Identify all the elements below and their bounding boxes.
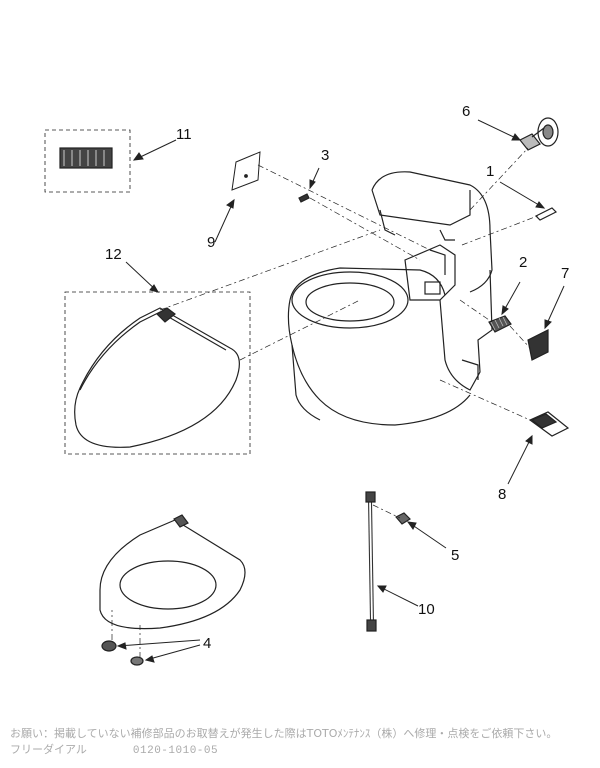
footer-notice: お願い：掲載していない補修部品のお取替えが発生した際はTOTOﾒﾝﾃﾅﾝｽ（株）… <box>10 727 558 740</box>
callout-10: 10 <box>418 601 435 618</box>
callout-11: 11 <box>176 126 192 143</box>
seat-ring <box>99 514 246 630</box>
filter <box>488 315 512 333</box>
phone-label: フリーダイアル <box>10 743 87 756</box>
callout-12: 12 <box>105 246 122 263</box>
nut <box>395 512 411 525</box>
footer-phone: フリーダイアル 0120-1010-05 <box>10 741 595 757</box>
callout-4: 4 <box>203 635 211 652</box>
callout-7: 7 <box>561 265 569 282</box>
callout-1: 1 <box>486 163 494 180</box>
phone-number: 0120-1010-05 <box>132 745 219 757</box>
seat-bumper <box>101 640 144 666</box>
water-valve <box>519 117 559 151</box>
callout-9: 9 <box>207 234 215 251</box>
remote-plate <box>528 411 570 437</box>
cover <box>527 329 549 361</box>
remote-control <box>44 129 131 193</box>
callout-8: 8 <box>498 486 506 503</box>
callout-5: 5 <box>451 547 459 564</box>
bracket-plate <box>231 151 261 191</box>
callout-labels: 1 2 3 4 5 6 7 8 9 10 11 12 <box>105 103 569 652</box>
toilet-body <box>287 171 493 426</box>
assembly-lines <box>111 147 541 658</box>
water-hose <box>365 491 377 632</box>
callout-2: 2 <box>519 254 527 271</box>
callout-3: 3 <box>321 147 329 164</box>
callout-6: 6 <box>462 103 470 120</box>
screw <box>298 193 310 203</box>
seat-lid <box>64 291 251 455</box>
leader-arrows <box>116 119 565 663</box>
strainer <box>534 207 558 221</box>
